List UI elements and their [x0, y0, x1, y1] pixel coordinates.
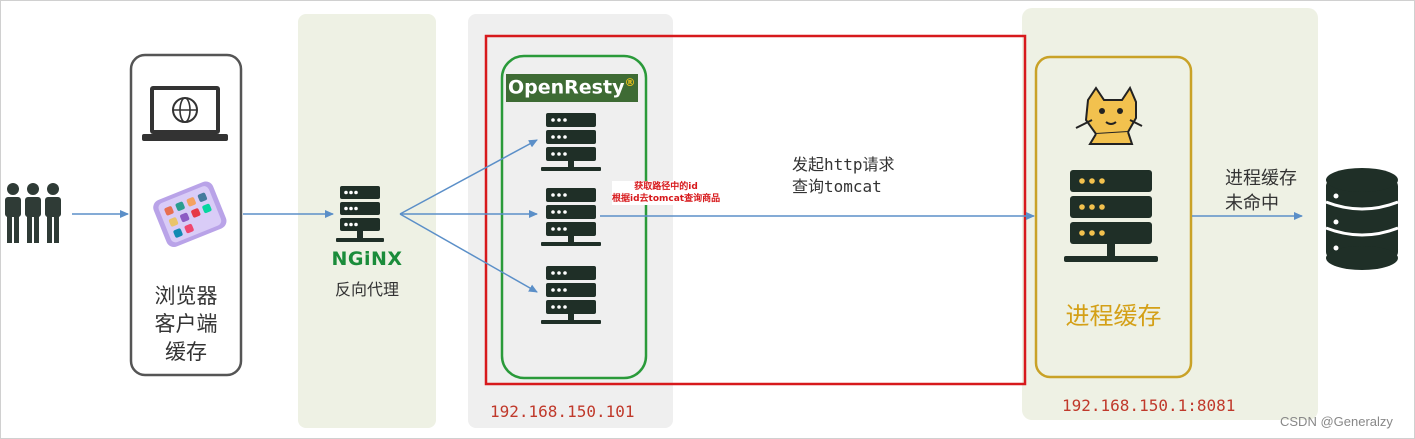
tomcat-cat-icon [1075, 85, 1143, 145]
openresty-annotation: 获取路径中的id 根据id去tomcat查询商品 [612, 181, 721, 205]
tomcat-box [1034, 55, 1193, 379]
registered-mark: ® [624, 76, 636, 89]
openresty-box [500, 54, 648, 380]
openresty-logo-banner [506, 74, 638, 102]
annotation-line-2: 根据id去tomcat查询商品 [612, 194, 721, 204]
arrow-nginx-to-openresty-3 [399, 213, 538, 293]
openresty-server-icon-2 [541, 188, 601, 246]
users-icon [5, 183, 61, 243]
cache-scope-box [484, 34, 1027, 386]
openresty-panel [468, 14, 673, 428]
database-icon [1325, 168, 1399, 270]
nginx-logo: NGiNX [331, 248, 403, 270]
arrow-nginx-to-openresty-1 [399, 139, 538, 215]
cache-miss-line-1: 进程缓存 [1225, 168, 1297, 189]
cache-miss-label: 进程缓存 未命中 [1225, 166, 1297, 216]
openresty-logo-text: OpenResty [508, 76, 625, 99]
process-cache-label: 进程缓存 [1065, 302, 1162, 330]
tomcat-server-icon [1064, 170, 1158, 262]
client-label-line-2: 客户端 [154, 312, 218, 336]
openresty-server-icon-1 [541, 113, 601, 171]
smartphone-icon [153, 181, 227, 248]
openresty-server-icon-3 [541, 266, 601, 324]
http-request-line-2: 查询tomcat [792, 177, 882, 196]
openresty-logo: OpenResty® [508, 76, 635, 98]
client-label-line-1: 浏览器 [154, 284, 218, 308]
http-request-line-1: 发起http请求 [792, 155, 895, 174]
nginx-server-icon [336, 186, 384, 242]
http-request-label: 发起http请求 查询tomcat [792, 154, 895, 198]
openresty-ip: 192.168.150.101 [490, 402, 635, 421]
client-label-line-3: 缓存 [165, 340, 207, 364]
nginx-label: 反向代理 [334, 280, 399, 299]
annotation-line-1: 获取路径中的id [634, 182, 698, 192]
watermark: CSDN @Generalzy [1280, 414, 1393, 429]
cache-miss-line-2: 未命中 [1225, 193, 1279, 214]
browser-client-label: 浏览器 客户端 缓存 [131, 282, 241, 366]
laptop-icon [142, 86, 228, 141]
tomcat-ip: 192.168.150.1:8081 [1062, 396, 1236, 415]
